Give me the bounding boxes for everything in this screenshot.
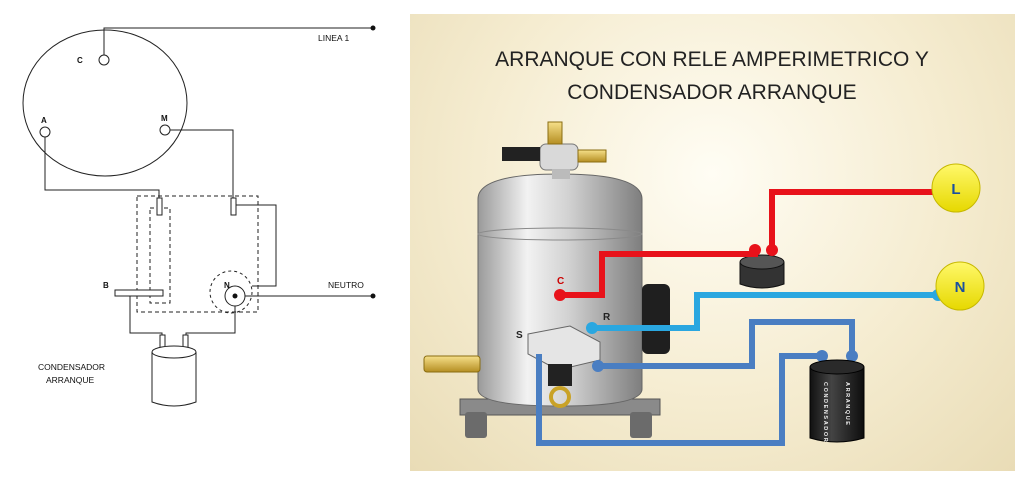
terminal-c-label: C: [77, 56, 83, 65]
start-capacitor: CONDENSADOR ARRANQUE: [809, 359, 865, 443]
terminal-c-circle: [98, 54, 110, 66]
suction-pipe: [423, 355, 481, 373]
line-badge: L: [931, 163, 981, 213]
overload-dashed-circle: [209, 270, 253, 314]
schematic-diagram: C A M LINEA 1 B N NEUTRO: [0, 0, 410, 482]
capacitor-label-1: CONDENSADOR: [38, 362, 105, 372]
neutral-badge-text: N: [955, 279, 966, 296]
terminal-c-text: C: [557, 276, 564, 287]
wire-start-2: [536, 353, 822, 446]
current-relay: [739, 254, 785, 289]
illustration-svg: ARRANQUE CON RELE AMPERIMETRICO Y CONDEN…: [423, 48, 985, 446]
dot-cap-1: [816, 350, 828, 362]
wire-m: [170, 129, 234, 198]
neutral-badge: N: [935, 261, 985, 311]
dot-c: [554, 289, 566, 301]
capacitor-text-2: ARRANQUE: [844, 382, 850, 427]
terminal-m-circle: [159, 124, 171, 136]
relay-block: [527, 325, 601, 408]
compressor-shell: [459, 173, 670, 438]
line-label: LINEA 1: [318, 33, 349, 43]
title-line-1: ARRANQUE CON RELE AMPERIMETRICO Y: [495, 48, 929, 71]
line-terminal-dot: [370, 25, 376, 31]
wire-right: [236, 204, 277, 287]
relay-contact-a: [156, 197, 163, 216]
line-badge-text: L: [951, 181, 960, 198]
line-wire: [103, 27, 372, 55]
dot-r: [586, 322, 598, 334]
neutral-label: NEUTRO: [328, 280, 364, 290]
terminal-a-circle: [39, 126, 51, 138]
title-line-2: CONDENSADOR ARRANQUE: [567, 81, 856, 104]
terminal-a-label: A: [41, 116, 47, 125]
relay-coil: [149, 207, 171, 304]
compressor-illustration: ARRANQUE CON RELE AMPERIMETRICO Y CONDEN…: [410, 14, 1015, 471]
capacitor-label-2: ARRANQUE: [46, 375, 95, 385]
cap-wire-n: [185, 306, 236, 342]
wire-start-1: [598, 319, 855, 369]
wire-red-line: [769, 189, 940, 249]
dot-relay-s: [592, 360, 604, 372]
schematic-svg: C A M LINEA 1 B N NEUTRO: [22, 25, 376, 407]
schematic-capacitor: [151, 334, 197, 407]
motor-housing: [22, 29, 188, 177]
terminal-n-label: N: [224, 281, 230, 290]
terminal-s-text: S: [516, 330, 523, 341]
wire-a: [44, 137, 160, 198]
overload-center: [232, 293, 238, 299]
top-valve: [502, 121, 607, 179]
relay-box: [136, 195, 259, 313]
terminal-r-text: R: [603, 312, 611, 323]
dot-relay-2: [766, 244, 778, 256]
dot-cap-2: [846, 350, 858, 362]
terminal-b-label: B: [103, 281, 109, 290]
dot-relay-1: [749, 244, 761, 256]
relay-contact-m: [230, 197, 237, 216]
terminal-m-label: M: [161, 114, 168, 123]
terminal-b-plate: [114, 289, 164, 297]
neutral-terminal-dot: [370, 293, 376, 299]
capacitor-text-1: CONDENSADOR: [822, 382, 828, 443]
wire-blue-neutral: [594, 292, 938, 331]
